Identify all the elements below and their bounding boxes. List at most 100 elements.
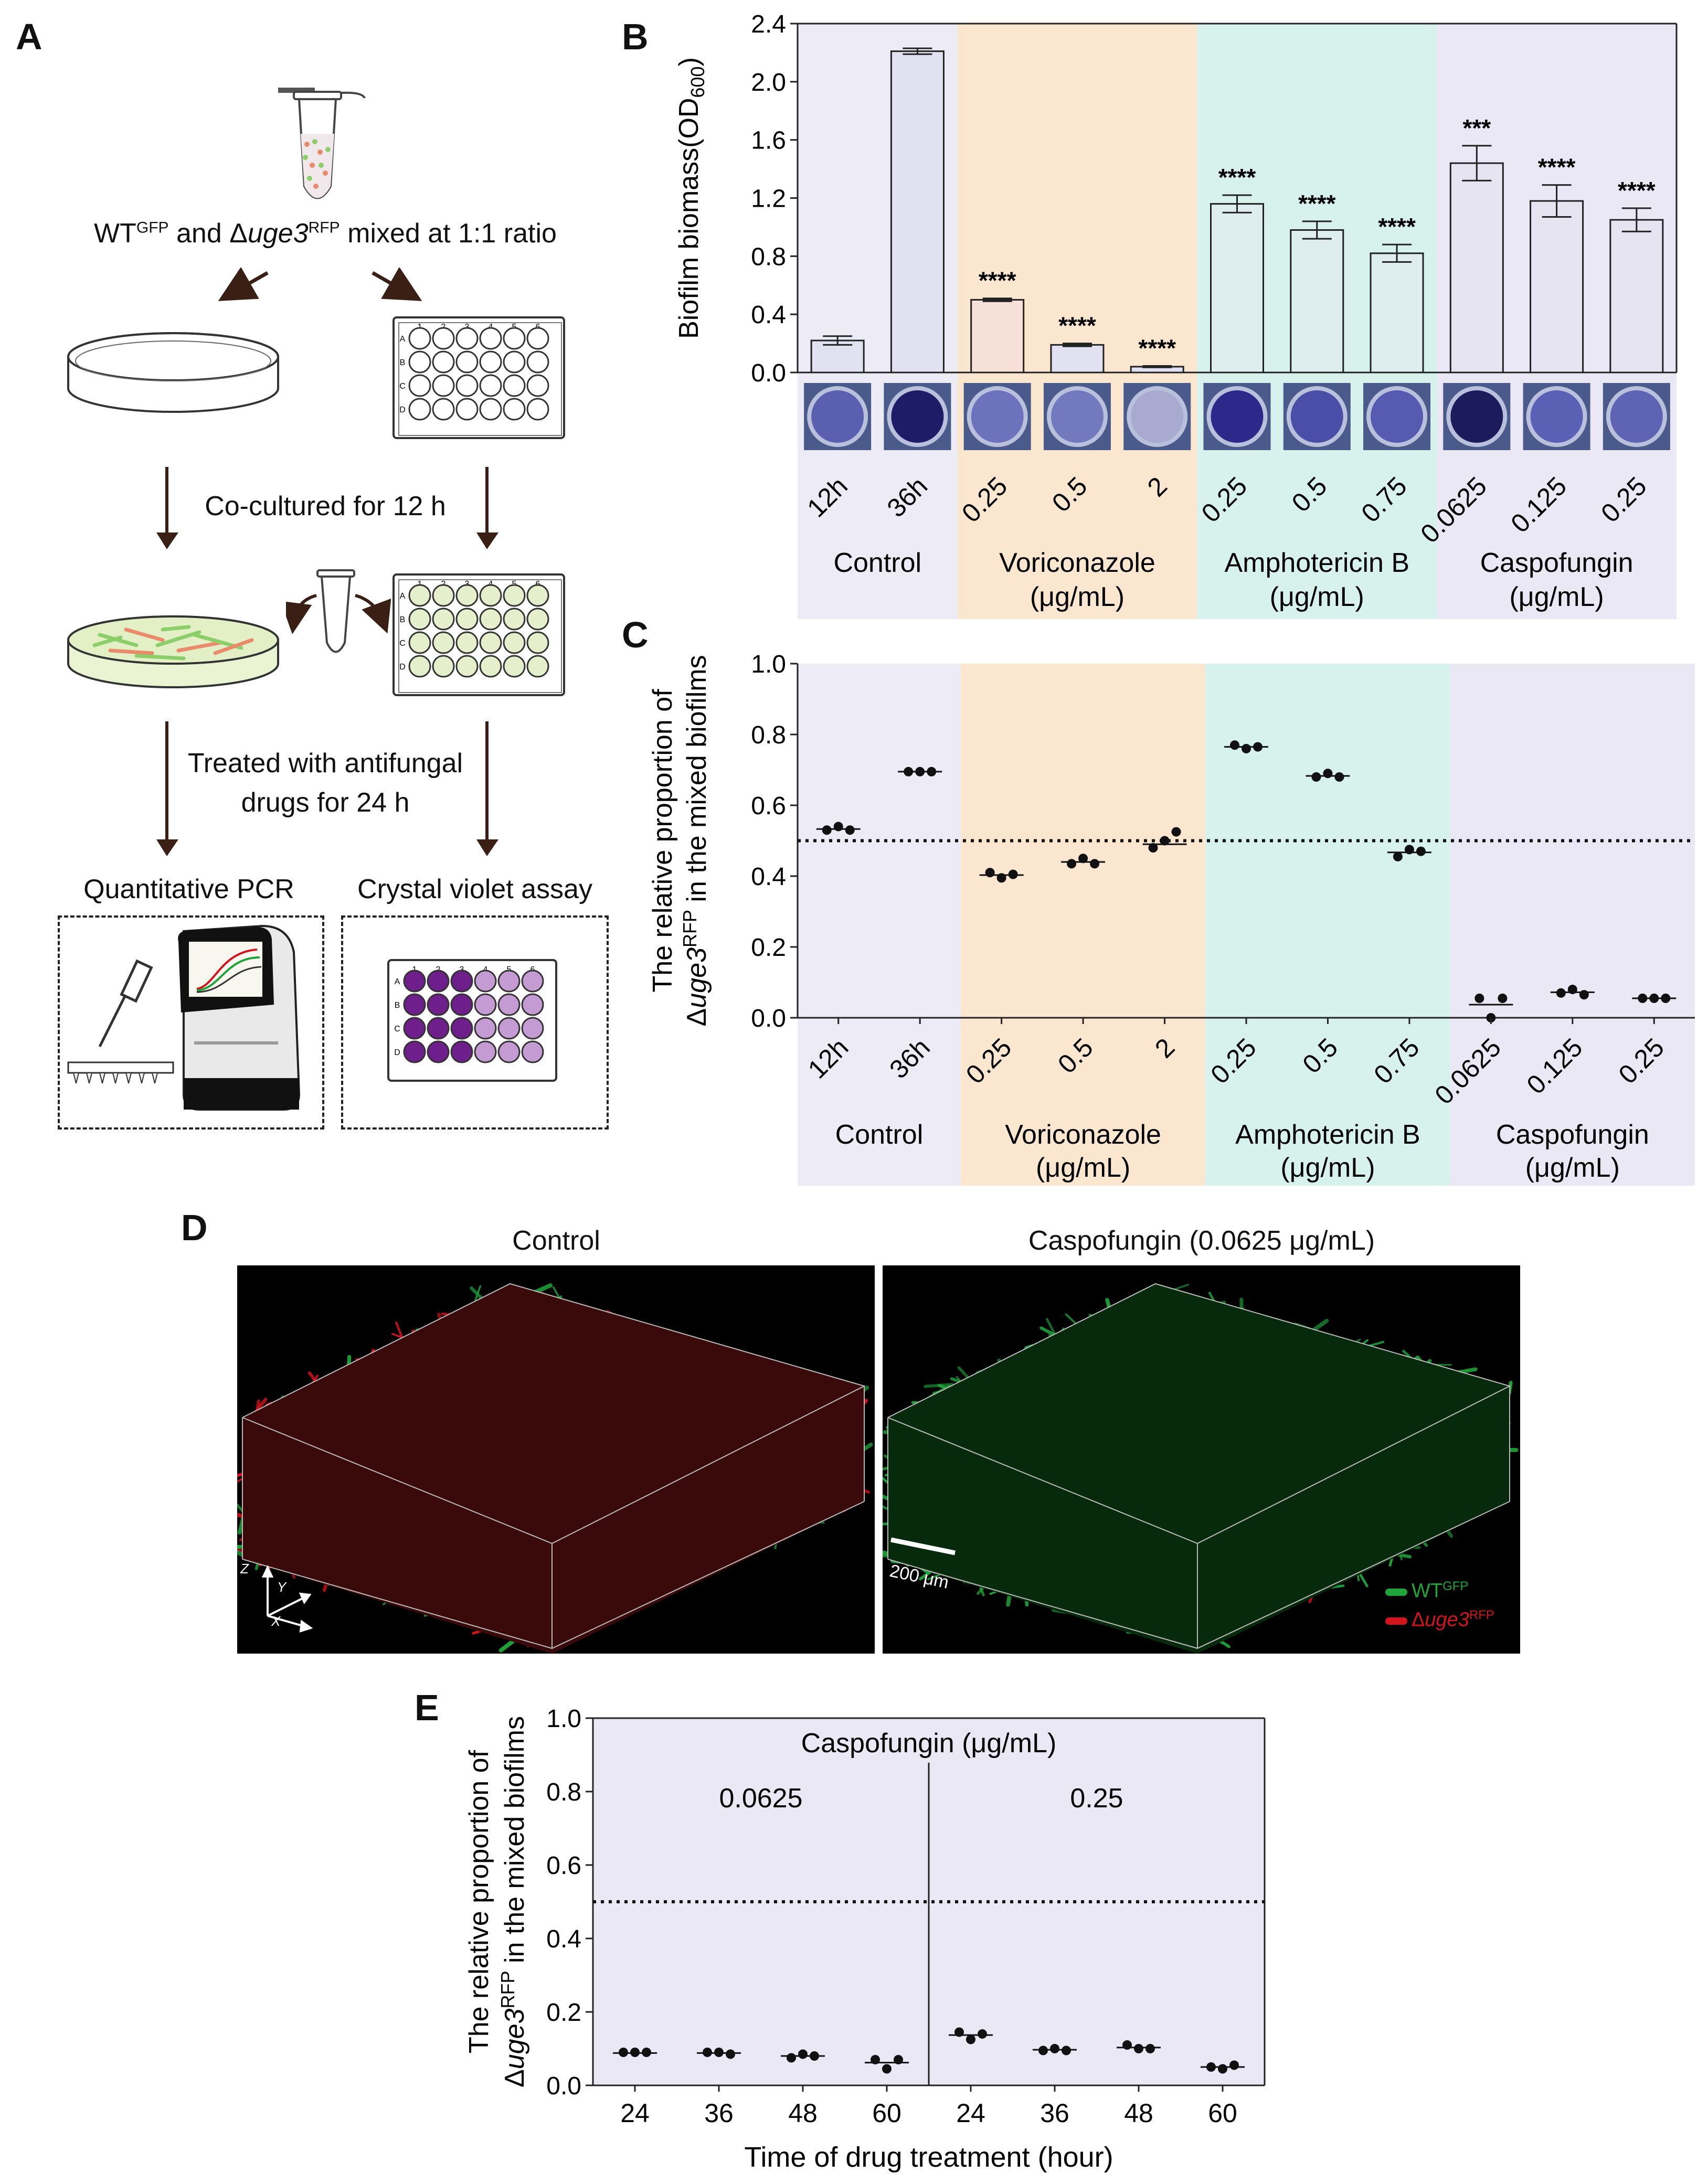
data-point (642, 2048, 651, 2057)
hypha (256, 1399, 261, 1411)
arrow-left-2 (165, 721, 168, 847)
split-arrows (218, 268, 422, 301)
plate-well (474, 993, 497, 1016)
plate-row-label: D (394, 1048, 400, 1057)
y-tick-label: 0.4 (751, 863, 786, 891)
plate-well (503, 327, 526, 350)
plate-well (503, 631, 526, 654)
data-point (833, 822, 843, 832)
plate-row-label: B (395, 1001, 400, 1010)
bar (890, 50, 945, 374)
data-point (1134, 2044, 1143, 2053)
plate-well (432, 655, 455, 678)
plate-well (526, 655, 549, 678)
plate-well (479, 350, 502, 374)
group-name-label: Control (835, 1120, 924, 1150)
plate-col-label: 1 (418, 580, 422, 589)
plate-row-label: D (399, 663, 406, 672)
significance-label: **** (1298, 190, 1336, 217)
x-tick-label: 24 (620, 2098, 650, 2128)
significance-label: **** (1218, 164, 1256, 191)
well-photo-stain (1530, 390, 1583, 443)
arrow-right-1 (485, 467, 489, 540)
plate-well (455, 398, 479, 421)
axis-x-label: X (271, 1613, 281, 1629)
plate-well (479, 398, 502, 421)
data-point (985, 868, 995, 878)
well-photo-stain (1450, 390, 1503, 443)
data-point (1253, 742, 1263, 752)
significance-label: *** (1462, 114, 1491, 142)
plate-well (403, 970, 426, 993)
plate-well (450, 1040, 473, 1063)
group-name-label: Caspofungin (1480, 548, 1633, 578)
bar (1050, 344, 1105, 374)
group-background (798, 664, 961, 1186)
plate-well (455, 655, 479, 678)
plate-well (408, 631, 431, 654)
group-name-label: Caspofungin (1496, 1120, 1649, 1150)
chart-title: Caspofungin (μg/mL) (801, 1728, 1057, 1759)
plate-col-label: 6 (536, 323, 540, 332)
plate-well (521, 1017, 544, 1040)
data-point (1323, 769, 1333, 779)
plate-well (450, 1017, 473, 1040)
data-point (1649, 993, 1659, 1003)
data-point (1229, 2060, 1239, 2070)
qpcr-machine-icon (67, 924, 301, 1111)
cocultured-label: Co-cultured for 12 h (205, 491, 446, 521)
plate-well (427, 1017, 450, 1040)
bar (1530, 200, 1584, 374)
group-unit-label: (μg/mL) (1030, 582, 1124, 612)
group-name-label: Voriconazole (1005, 1120, 1161, 1150)
well-photo-stain (1131, 390, 1184, 443)
plate-well (455, 584, 479, 607)
data-point (1145, 2044, 1155, 2053)
data-point (619, 2048, 628, 2057)
arrow-heads (156, 839, 498, 856)
data-point (1090, 859, 1100, 869)
group-background (1205, 664, 1450, 1186)
data-point (1148, 843, 1158, 853)
y-tick-label: 0.6 (751, 792, 786, 820)
plate-col-label: 3 (465, 580, 470, 589)
plate-col-label: 2 (436, 965, 441, 974)
data-point (894, 2055, 903, 2064)
plate-well (526, 327, 549, 350)
hypha (395, 1321, 404, 1340)
bar (970, 299, 1025, 374)
plate-well (503, 350, 526, 374)
data-point (996, 873, 1006, 883)
well-photo-stain (1051, 390, 1104, 443)
data-point (1160, 836, 1170, 846)
plate-well (403, 1040, 426, 1063)
panel-letter-e: E (415, 1687, 439, 1728)
plate-well (497, 970, 521, 993)
data-point (810, 2051, 819, 2061)
x-tick-label: 36 (704, 2098, 734, 2128)
y-tick-label: 1.0 (546, 1705, 581, 1733)
y-tick-label: 2.4 (751, 10, 786, 38)
plate-well (503, 584, 526, 607)
data-point (726, 2049, 735, 2059)
coculture-dish-icon (67, 615, 279, 688)
bar (1290, 229, 1344, 374)
legend-wt-swatch (1385, 1588, 1407, 1596)
bar (1609, 219, 1664, 374)
slab-base (888, 1284, 1510, 1654)
group-name-label: Amphotericin B (1224, 548, 1409, 578)
plate-well (408, 608, 431, 631)
plate-col-label: 1 (418, 323, 422, 332)
plate-well (526, 608, 549, 631)
well-plate-icon: 123456ABCD (392, 316, 565, 439)
y-tick-label: 2.0 (751, 69, 786, 97)
microscopy-title-control: Control (512, 1226, 600, 1256)
data-point (1579, 990, 1589, 1000)
axis-y-label: Y (277, 1579, 287, 1595)
small-tube-icon (286, 569, 391, 653)
plate-well (526, 350, 549, 374)
group-unit-label: (μg/mL) (1036, 1153, 1130, 1183)
plate-well (503, 398, 526, 421)
group-unit-label: (μg/mL) (1280, 1153, 1375, 1183)
